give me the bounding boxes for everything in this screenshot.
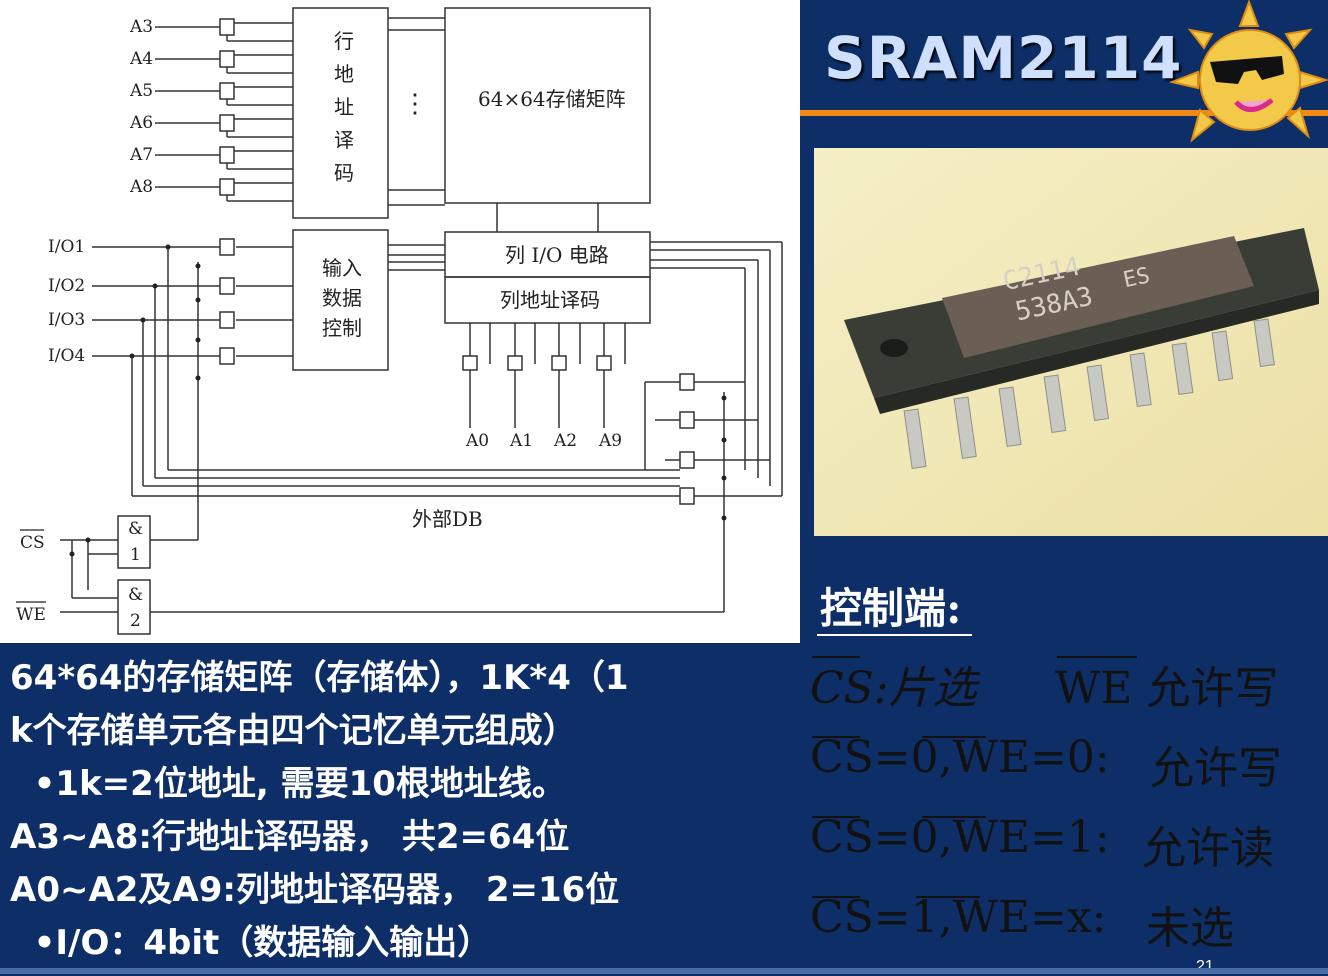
gate1-symbol: & (128, 519, 143, 539)
col-addr-label: A0 (465, 431, 489, 451)
io-pin-label: I/O3 (48, 310, 85, 330)
gate2-symbol: & (128, 585, 143, 605)
row-decoder-box (292, 7, 389, 219)
control-result: 允许写 (1150, 743, 1282, 794)
io-pin-label: I/O1 (48, 237, 85, 257)
bottom-strip (0, 968, 1328, 974)
cs-legend: CS:片选 (810, 663, 977, 714)
we-legend: WE 允许写 (1055, 663, 1279, 714)
cs-overline (812, 656, 860, 658)
block-diagram: A3 A4 A5 A6 A7 A8 行地址译码 ⋮ 64×64存储矩阵 列 I/… (0, 0, 800, 643)
note-line: A3~A8:行地址译码器， 共2=64位 (10, 817, 570, 857)
cs-overline (812, 816, 860, 818)
storage-matrix-box (444, 7, 651, 204)
io-pin-label: I/O4 (48, 346, 85, 366)
notes-text: 64*64的存储矩阵（存储体），1K*4（1 k个存储单元各由四个记忆单元组成）… (10, 652, 800, 970)
row-decoder-label: 行地址译码 (334, 29, 354, 185)
cs-overline (812, 896, 860, 898)
column-decoder-box (444, 276, 651, 324)
storage-matrix-label: 64×64存储矩阵 (478, 87, 626, 111)
control-condition: CS=0,WE=1: (810, 812, 1110, 863)
we-overline (922, 736, 986, 738)
slide-title: SRAM2114 (824, 24, 1183, 92)
gate2-number: 2 (130, 611, 141, 631)
note-line: •I/O：4bit（数据输入输出） (10, 923, 492, 963)
col-addr-label: A2 (553, 431, 577, 451)
control-result: 未选 (1146, 903, 1234, 954)
note-line: •1k=2位地址, 需要10根地址线。 (10, 764, 566, 804)
row-addr-label: A4 (129, 49, 153, 69)
sun-mascot-icon (1170, 0, 1328, 143)
title-divider (800, 110, 1328, 116)
gate1-number: 1 (130, 545, 141, 565)
we-pin-label: WE (16, 605, 46, 625)
cs-pin-label: CS (20, 533, 45, 553)
control-condition: CS=1,WE=x: (810, 892, 1107, 943)
control-heading: 控制端: (820, 584, 962, 633)
row-addr-label: A7 (129, 145, 153, 165)
we-overline (922, 816, 986, 818)
control-result: 允许读 (1142, 823, 1274, 874)
control-condition: CS=0,WE=0: (810, 732, 1110, 783)
row-addr-label: A5 (129, 81, 153, 101)
control-row: CS=1,WE=x: 未选 (810, 892, 1328, 962)
chip-marking-es: ES (1121, 263, 1152, 293)
control-row: CS=0,WE=1: 允许读 (810, 812, 1328, 882)
input-control-box (292, 229, 389, 371)
control-heading-underline (817, 634, 972, 636)
io-pin-label: I/O2 (48, 276, 85, 296)
row-addr-label: A3 (129, 17, 153, 37)
col-addr-label: A9 (598, 431, 622, 451)
ellipsis-dots: ⋮ (402, 89, 428, 119)
and-gate-1 (117, 515, 151, 569)
we-overline (916, 896, 980, 898)
note-line: 64*64的存储矩阵（存储体），1K*4（1 (10, 658, 629, 698)
col-addr-label: A1 (509, 431, 533, 451)
row-addr-label: A6 (129, 113, 153, 133)
chip-photo: C2114 538A3 ES (814, 148, 1328, 536)
external-db-label: 外部DB (412, 507, 483, 531)
note-line: A0~A2及A9:列地址译码器， 2=16位 (10, 870, 620, 910)
input-control-label: 输入数据控制 (322, 256, 362, 340)
row-addr-label: A8 (129, 177, 153, 197)
control-legend-row: CS:片选 WE 允许写 (810, 652, 1328, 722)
column-decoder-label: 列地址译码 (500, 288, 600, 312)
and-gate-2 (117, 579, 151, 635)
cs-overline (812, 736, 860, 738)
note-line: k个存储单元各由四个记忆单元组成） (10, 711, 577, 751)
column-io-label: 列 I/O 电路 (505, 243, 609, 267)
control-row: CS=0,WE=0: 允许写 (810, 732, 1328, 802)
we-overline (1057, 656, 1137, 658)
